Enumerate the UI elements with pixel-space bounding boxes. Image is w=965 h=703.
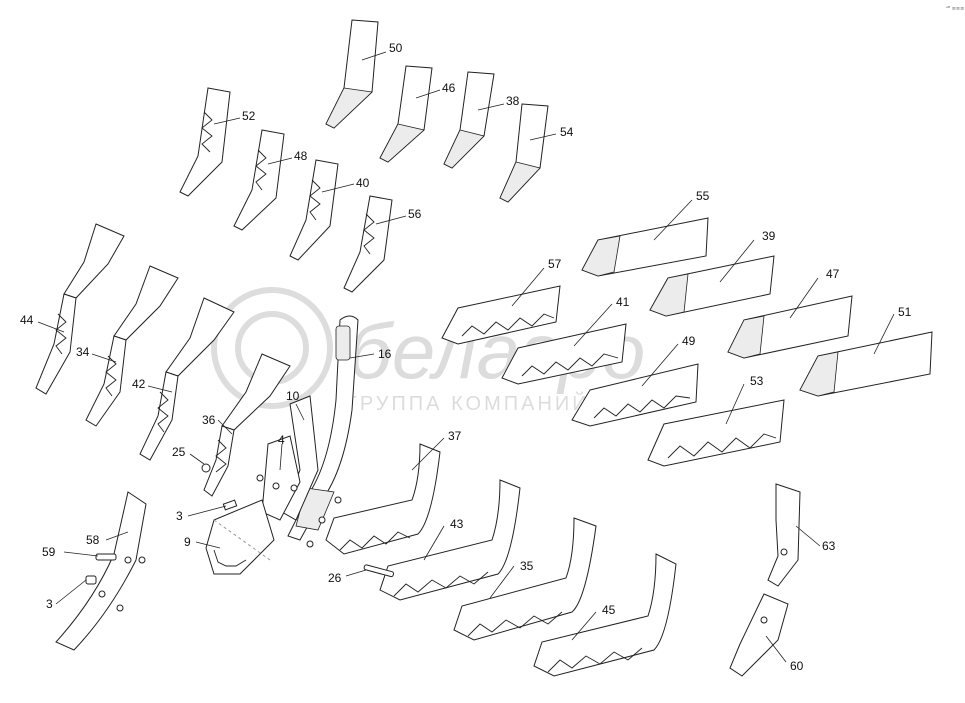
bolt-3-lower: [85, 575, 97, 585]
callout-9: 9: [184, 535, 191, 549]
bolt-59: [95, 553, 117, 561]
part-10: [281, 395, 319, 521]
part-57: [441, 285, 561, 345]
part-55: [581, 217, 709, 277]
callout-58: 58: [86, 533, 100, 547]
callout-50: 50: [389, 41, 403, 55]
part-46: [379, 65, 433, 163]
callout-34: 34: [76, 345, 90, 359]
watermark-tagline: ГРУППА КОМПАНИЙ: [346, 391, 590, 415]
callout-41: 41: [616, 295, 630, 309]
watermark-logo-ring: [211, 287, 333, 409]
callout-57: 57: [548, 257, 562, 271]
callout-40: 40: [356, 176, 370, 190]
part-37: [325, 443, 441, 555]
callout-47: 47: [826, 267, 840, 281]
corner-mark: ᵃᴮ ≡≡≡: [946, 6, 964, 12]
callout-49: 49: [682, 334, 696, 348]
part-40: [289, 159, 339, 261]
callout-51: 51: [898, 305, 912, 319]
callout-26: 26: [328, 571, 342, 585]
callout-36: 36: [202, 413, 216, 427]
part-9: [205, 499, 275, 575]
bolt-set-upper: [256, 474, 342, 548]
part-54: [499, 103, 549, 203]
callout-25: 25: [172, 445, 186, 459]
callout-46: 46: [442, 81, 456, 95]
callout-60: 60: [790, 659, 804, 673]
callout-37: 37: [448, 429, 462, 443]
part-63: [767, 483, 801, 587]
part-49: [571, 363, 699, 427]
callout-59: 59: [42, 545, 56, 559]
callout-55: 55: [696, 189, 710, 203]
callout-48: 48: [294, 149, 308, 163]
part-45: [533, 553, 677, 677]
part-35: [453, 517, 597, 641]
callout-3-upper: 3: [176, 509, 183, 523]
part-38: [443, 71, 495, 169]
part-36: [203, 353, 291, 497]
callout-42: 42: [132, 377, 146, 391]
part-47: [727, 295, 853, 359]
part-50: [325, 19, 379, 129]
leader-lines: [37, 51, 895, 663]
part-56: [343, 195, 393, 293]
part-39: [649, 255, 775, 317]
callout-10: 10: [286, 389, 300, 403]
part-52: [179, 87, 231, 197]
callout-43: 43: [450, 517, 464, 531]
callout-44: 44: [20, 313, 34, 327]
callout-56: 56: [408, 207, 422, 221]
part-60: [729, 593, 789, 677]
bolt-26: [363, 564, 395, 578]
callout-labels: 50 46 38 54 52 48 40 56 55 39 57 47 41 5…: [20, 41, 912, 673]
callout-39: 39: [762, 229, 776, 243]
callout-52: 52: [242, 109, 256, 123]
callout-3-lower: 3: [46, 597, 53, 611]
part-53: [647, 399, 785, 467]
part-4: [261, 435, 301, 521]
part-41: [501, 323, 627, 385]
part-42: [139, 297, 235, 461]
bolt-3-upper: [222, 499, 238, 511]
part-43: [379, 479, 521, 601]
part-44: [35, 223, 125, 395]
part-48: [233, 129, 285, 231]
callout-38: 38: [506, 94, 520, 108]
bolt-25: [201, 463, 211, 473]
callout-45: 45: [602, 603, 616, 617]
callout-54: 54: [560, 125, 574, 139]
part-58: [55, 491, 147, 651]
callout-63: 63: [822, 539, 836, 553]
callout-53: 53: [750, 374, 764, 388]
callout-16: 16: [378, 347, 392, 361]
callout-35: 35: [520, 559, 534, 573]
part-51: [799, 331, 933, 397]
callout-4: 4: [278, 433, 285, 447]
part-34: [85, 265, 179, 427]
